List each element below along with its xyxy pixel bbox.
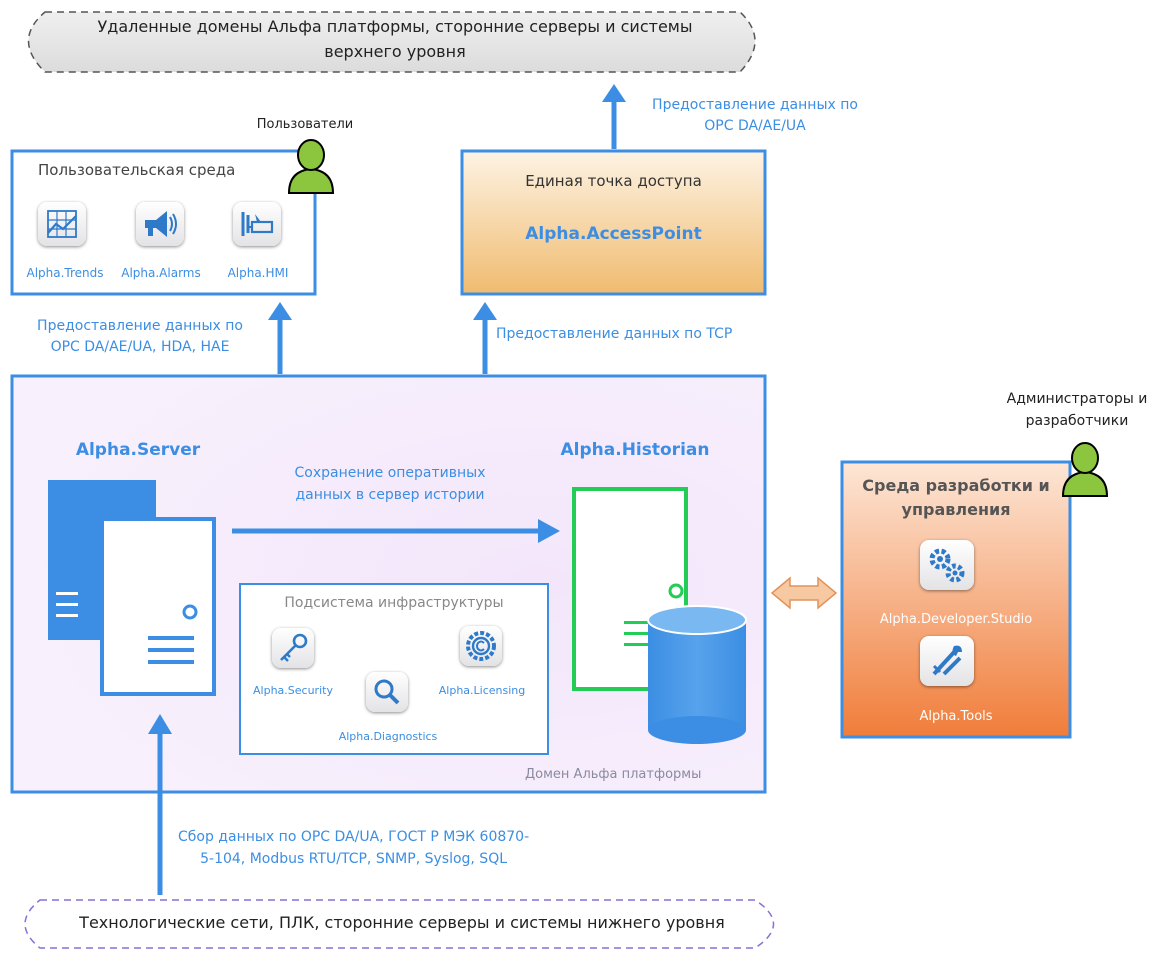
admins-label-line1: Администраторы и (1006, 391, 1148, 407)
infra-title: Подсистема инфраструктуры (284, 595, 504, 611)
tcp-data-label: Предоставление данных по TCP (496, 326, 733, 342)
hmi-icon (241, 212, 274, 236)
copyright-gear-icon (466, 631, 496, 661)
diagnostics-label: Alpha.Diagnostics (338, 730, 438, 743)
megaphone-icon (145, 211, 177, 237)
collect-data-line1: Сбор данных по OPC DA/UA, ГОСТ Р МЭК 608… (178, 829, 530, 845)
key-icon (280, 633, 308, 662)
domain-footer: Домен Альфа платформы (525, 767, 702, 782)
save-data-label: Сохранение оперативных данных в сервер и… (250, 462, 530, 506)
hmi-label: Alpha.HMI (227, 266, 289, 280)
licensing-label: Alpha.Licensing (438, 684, 526, 697)
alarms-label: Alpha.Alarms (121, 266, 201, 280)
magnifier-icon (374, 679, 400, 705)
wrench-screwdriver-icon (932, 645, 962, 676)
users-label: Пользователи (256, 117, 354, 132)
dev-env-title: Среда разработки и управления (842, 474, 1070, 522)
upper-data-line1: Предоставление данных по (652, 97, 858, 113)
user-env-title: Пользовательская среда (38, 161, 236, 179)
top-cloud: Удаленные домены Альфа платформы, сторон… (40, 14, 750, 64)
infra-box (239, 583, 549, 755)
tools-label: Alpha.Tools (919, 709, 993, 724)
diagnostics-app[interactable] (366, 672, 408, 712)
users-data-line2: OPC DA/AE/UA, HDA, HAE (50, 339, 230, 355)
upper-data-line2: OPC DA/AE/UA (704, 118, 806, 134)
historian-title: Alpha.Historian (560, 440, 710, 460)
collect-data-line2: 5-104, Modbus RTU/TCP, SNMP, Syslog, SQL (200, 851, 508, 867)
dev-env-box (840, 460, 1072, 739)
developer-studio-app[interactable] (920, 540, 974, 590)
access-point-name: Alpha.AccessPoint (525, 224, 702, 244)
top-cloud-line1: Удаленные домены Альфа платформы, сторон… (97, 17, 693, 36)
users-data-label: Предоставление данных по OPC DA/AE/UA, H… (10, 316, 270, 358)
historian-db-top (647, 605, 747, 635)
security-label: Alpha.Security (253, 684, 333, 697)
save-data-line2: данных в сервер истории (295, 487, 485, 503)
access-point-title: Единая точка доступа (525, 172, 702, 190)
top-cloud-line2: верхнего уровня (324, 42, 466, 61)
admins-label-line2: разработчики (1025, 413, 1129, 429)
dev-env-title-line1: Среда разработки и (862, 476, 1050, 495)
security-app[interactable] (272, 628, 314, 668)
bottom-cloud-shape (24, 899, 775, 949)
gears-icon (929, 548, 965, 583)
historian-db-body (648, 620, 746, 730)
admins-label: Администраторы и разработчики (992, 388, 1162, 432)
tools-app[interactable] (920, 636, 974, 686)
developer-studio-label: Alpha.Developer.Studio (879, 612, 1033, 627)
server-front-rect (100, 517, 216, 696)
save-data-line1: Сохранение оперативных (294, 465, 486, 481)
alarms-app[interactable] (136, 202, 184, 246)
collect-data-label: Сбор данных по OPC DA/UA, ГОСТ Р МЭК 608… (178, 826, 529, 870)
top-cloud-shape (27, 11, 756, 73)
trends-app[interactable] (38, 202, 86, 246)
server-title: Alpha.Server (75, 440, 201, 460)
user-person-icon (287, 139, 335, 194)
bottom-cloud-text: Технологические сети, ПЛК, сторонние сер… (79, 913, 725, 932)
trends-label: Alpha.Trends (26, 266, 104, 280)
admin-person-icon (1061, 442, 1109, 497)
upper-data-label: Предоставление данных по OPC DA/AE/UA (620, 95, 890, 137)
trends-chart-icon (47, 210, 77, 238)
licensing-app[interactable] (460, 626, 502, 666)
double-arrow (770, 576, 838, 610)
hmi-app[interactable] (233, 202, 281, 246)
access-point-box (460, 149, 767, 296)
dev-env-title-line2: управления (901, 500, 1011, 519)
users-data-line1: Предоставление данных по (37, 318, 243, 334)
